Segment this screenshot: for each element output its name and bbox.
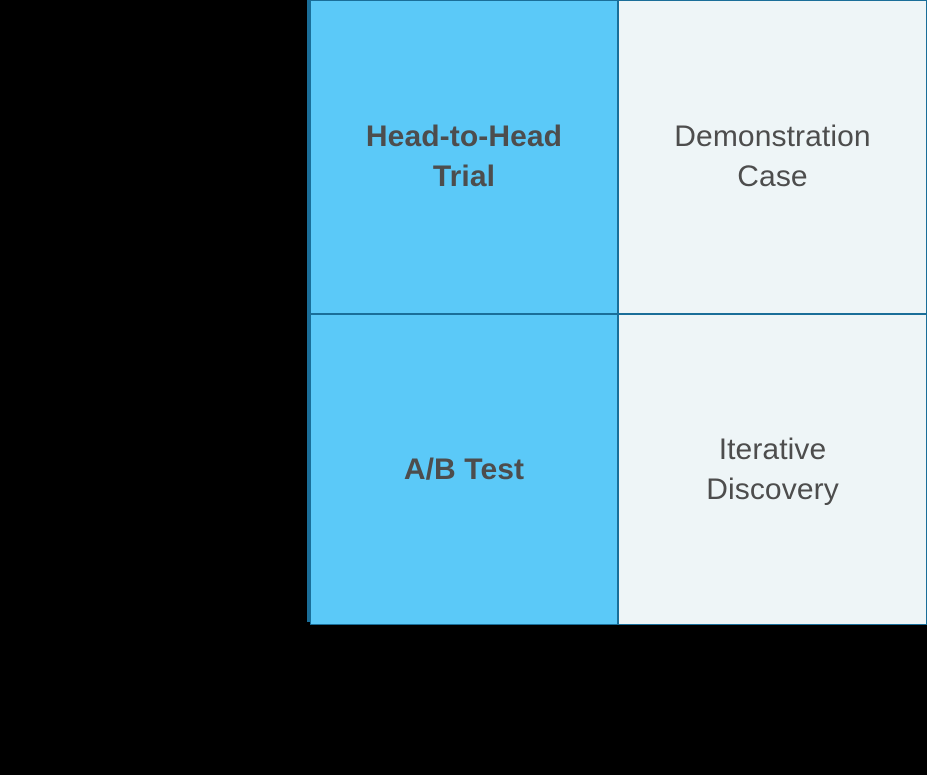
quadrant-matrix: Head-to-Head Trial Demonstration Case A/…: [307, 0, 927, 625]
matrix-cell-label: Iterative Discovery: [706, 432, 839, 506]
matrix-cell-label: A/B Test: [403, 452, 525, 486]
matrix-cell-head-to-head-trial[interactable]: Head-to-Head Trial: [310, 0, 618, 314]
matrix-cell-demonstration-case[interactable]: Demonstration Case: [618, 0, 927, 314]
matrix-cell-ab-test[interactable]: A/B Test: [310, 314, 618, 625]
matrix-cell-iterative-discovery[interactable]: Iterative Discovery: [618, 314, 927, 625]
matrix-cell-label: Head-to-Head Trial: [365, 120, 563, 193]
matrix-cell-label: Demonstration Case: [674, 120, 871, 193]
